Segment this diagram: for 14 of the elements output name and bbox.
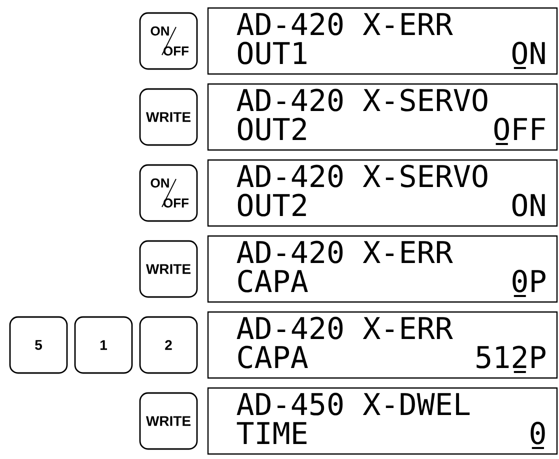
lcd-display: AD-420 X-ERR OUT1 ON xyxy=(207,7,558,75)
lcd-display: AD-450 X-DWEL TIME 0 xyxy=(207,387,558,455)
key-button: WRITE xyxy=(139,240,198,298)
key-button: ON OFF xyxy=(139,12,198,70)
lcd-display: AD-420 X-ERR CAPA 512P xyxy=(207,311,558,379)
key-button: WRITE xyxy=(139,392,198,450)
key-button: 5 xyxy=(9,316,68,374)
lcd-display: AD-420 X-SERVO OUT2 ON xyxy=(207,159,558,227)
key-button: WRITE xyxy=(139,88,198,146)
lcd-display: AD-420 X-SERVO OUT2 OFF xyxy=(207,83,558,151)
key-button: 1 xyxy=(74,316,133,374)
key-button: ON OFF xyxy=(139,164,198,222)
key-button: 2 xyxy=(139,316,198,374)
lcd-display: AD-420 X-ERR CAPA 0P xyxy=(207,235,558,303)
